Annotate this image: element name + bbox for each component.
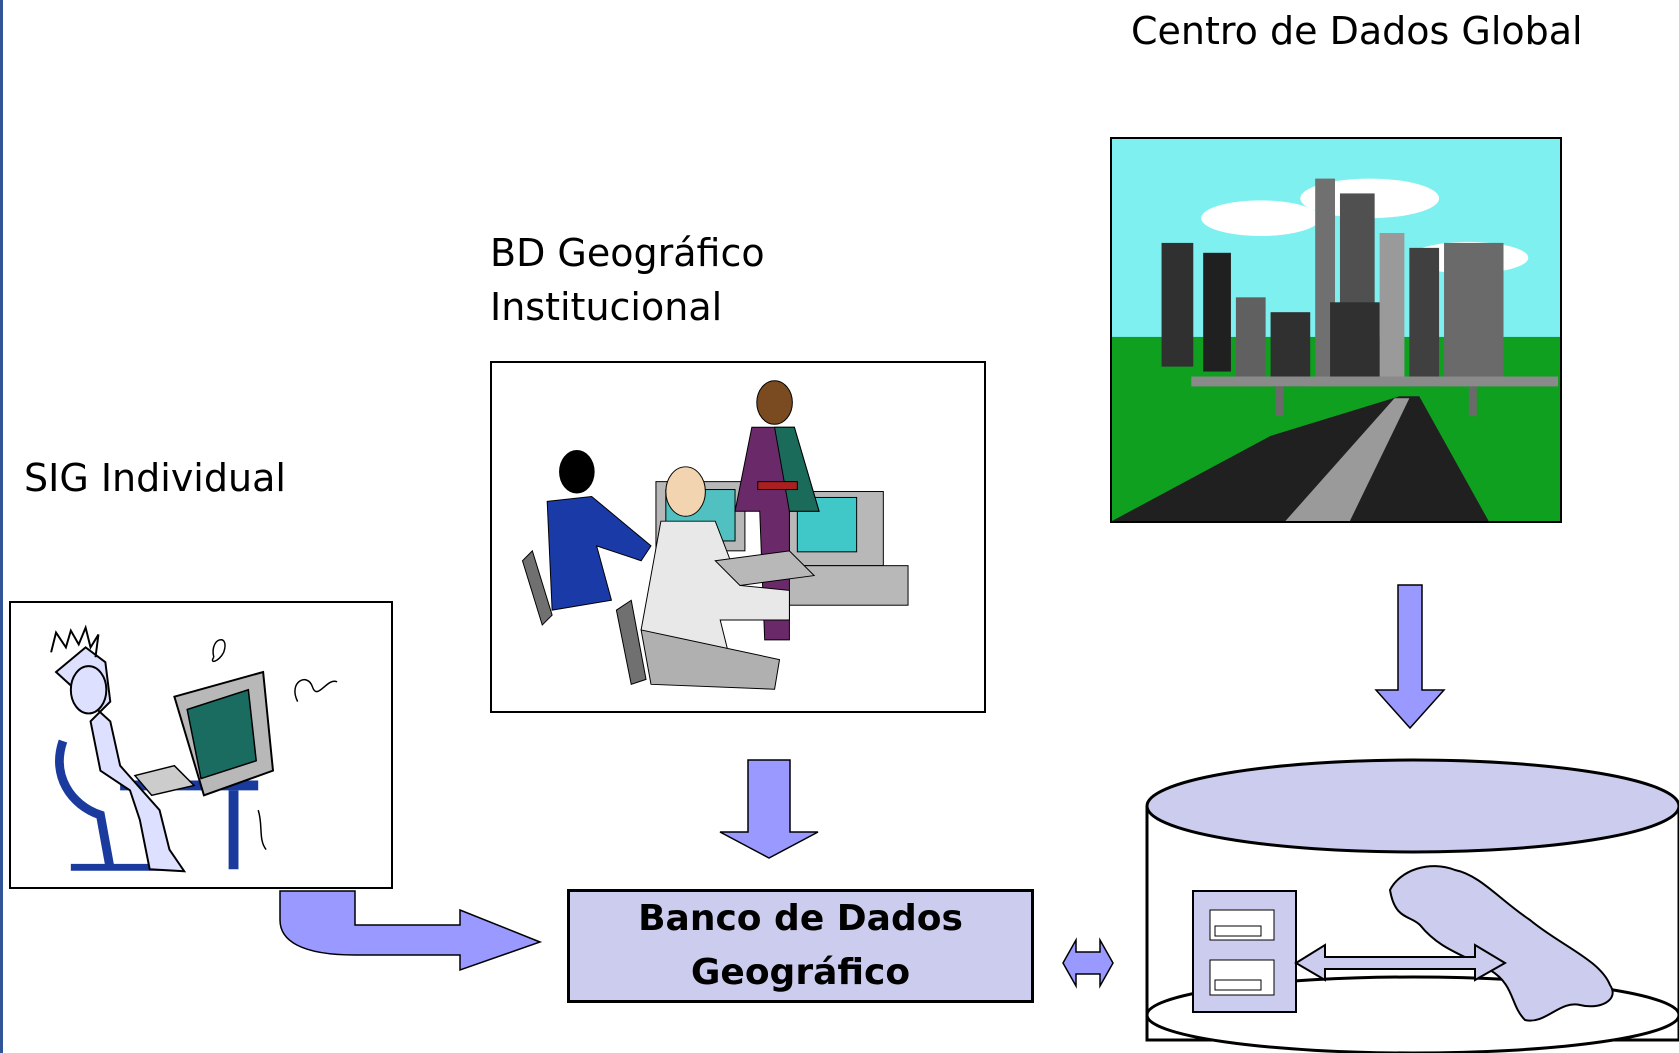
map-icon	[1388, 865, 1614, 1022]
label-bd-line1: BD Geográfico	[490, 231, 765, 275]
arrow-institutional-to-db	[719, 759, 819, 859]
banco-de-dados-box: Banco de Dados Geográfico	[567, 889, 1034, 1003]
city-skyline-icon	[1112, 139, 1560, 521]
db-line2: Geográfico	[690, 952, 911, 993]
cylinder-database-icon	[1145, 758, 1679, 1053]
global-data-center-panel	[1110, 137, 1562, 523]
arrow-individual-to-db	[279, 890, 543, 972]
person-at-computer-icon	[50, 624, 338, 873]
left-accent-bar	[0, 0, 3, 1053]
label-bd-line2: Institucional	[490, 285, 723, 329]
institutional-office-panel	[490, 361, 986, 713]
server-map-link	[1294, 943, 1507, 982]
label-sig-individual: SIG Individual	[24, 456, 286, 500]
db-line1: Banco de Dados	[638, 898, 963, 939]
label-bd-institucional: BD Geográfico Institucional	[490, 226, 765, 334]
bidirectional-arrow	[1062, 937, 1114, 989]
individual-user-panel	[9, 601, 393, 889]
office-workers-icon	[521, 380, 909, 690]
label-centro-global: Centro de Dados Global	[1131, 9, 1583, 53]
arrow-global-to-cylinder	[1374, 584, 1446, 730]
